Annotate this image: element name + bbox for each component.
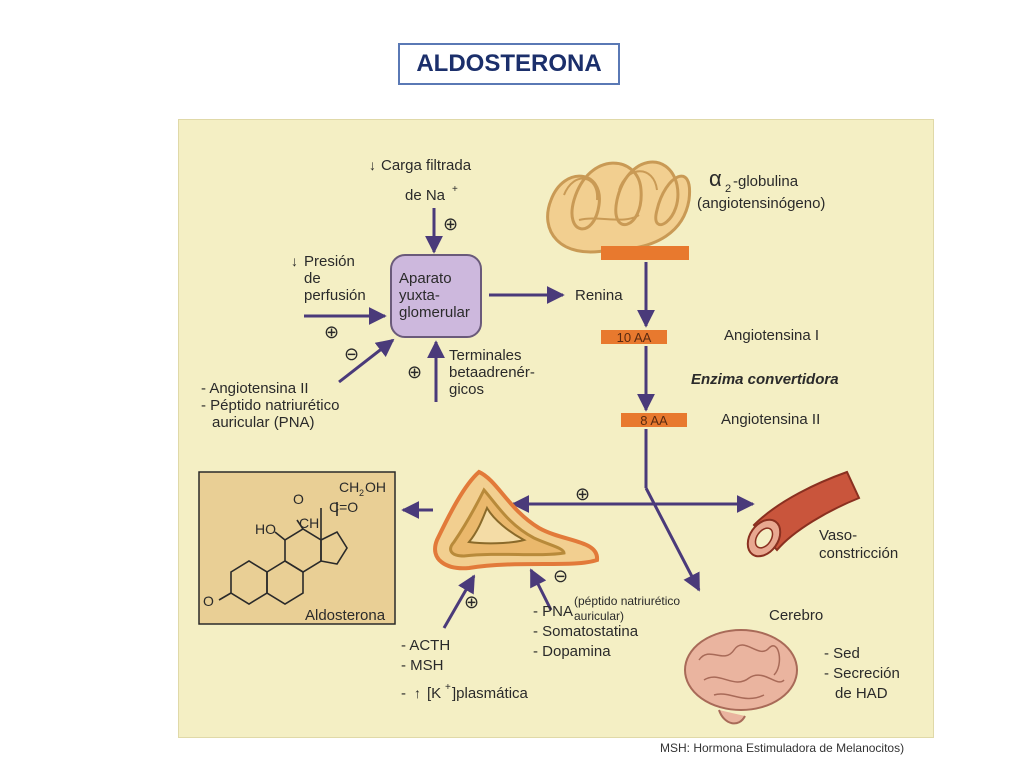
jg-line3: glomerular — [399, 304, 470, 321]
renina-label: Renina — [575, 287, 623, 304]
jg-line1: Aparato — [399, 270, 452, 287]
ch-label: CH — [299, 515, 319, 531]
diagram-canvas: α 2 -globulina (angiotensinógeno) 10 AA … — [198, 157, 900, 725]
globulina-label: -globulina — [733, 173, 799, 190]
presion-line2: de — [304, 270, 321, 287]
sed-label: - Sed — [824, 645, 860, 662]
secrecion-line2: de HAD — [835, 685, 888, 702]
k-suffix: ]plasmática — [452, 685, 529, 702]
angiotensinogeno-label: (angiotensinógeno) — [697, 195, 825, 212]
angiotensinogen-coil — [546, 160, 692, 254]
angiotensina-i-label: Angiotensina I — [724, 327, 819, 344]
ch2oh-sub: 2 — [359, 488, 364, 498]
alpha-subscript: 2 — [725, 183, 731, 195]
cerebro-label: Cerebro — [769, 607, 823, 624]
ch2oh-label: CH — [339, 479, 359, 495]
k-sup: + — [445, 682, 451, 693]
minus-sign-pna: ⊖ — [553, 566, 568, 586]
molecule-frame — [198, 471, 396, 625]
presion-line3: perfusión — [304, 287, 366, 304]
page-title: ALDOSTERONA — [416, 50, 602, 77]
title-box: ALDOSTERONA — [398, 43, 620, 85]
plus-sign-acth: ⊕ — [464, 592, 479, 612]
angiotensin-ii-bar — [621, 413, 687, 427]
jg-box — [390, 254, 482, 338]
c-o-label: C=O — [329, 499, 358, 515]
carga-line1: Carga filtrada — [381, 157, 472, 174]
k-prefix: - — [401, 685, 406, 702]
secrecion-line1: - Secreción — [824, 665, 900, 682]
vaso-line2: constricción — [819, 545, 898, 562]
inhibidores-line3: auricular (PNA) — [212, 414, 315, 431]
footnote: MSH: Hormona Estimuladora de Melanocitos… — [660, 741, 905, 755]
carga-sup: + — [452, 184, 458, 195]
inhibidores-line1: - Angiotensina II — [201, 380, 309, 397]
plus-sign-terminales: ⊕ — [407, 362, 422, 382]
blood-vessel — [746, 470, 861, 558]
brain — [684, 629, 798, 725]
carga-line2: de Na — [405, 187, 446, 204]
pna-label: - PNA — [533, 603, 573, 620]
molecule-name: Aldosterona — [305, 607, 386, 624]
acth-label: - ACTH — [401, 637, 450, 654]
pna-note-line1: (péptido natriurético — [574, 594, 680, 608]
acth-arrow — [442, 574, 476, 629]
terminales-line2: betaadrenér- — [449, 364, 535, 381]
plus-sign-presion: ⊕ — [324, 322, 339, 342]
inhibidores-line2: - Péptido natriurético — [201, 397, 339, 414]
alpha-symbol: α — [709, 166, 722, 191]
diagram-panel: α 2 -globulina (angiotensinógeno) 10 AA … — [178, 119, 934, 738]
angiotensin-i-bar — [601, 330, 667, 344]
terminales-line3: gicos — [449, 381, 484, 398]
enzima-label: Enzima convertidora — [691, 371, 839, 388]
presion-line1: Presión — [304, 253, 355, 270]
aa8-label: 8 AA — [640, 413, 668, 428]
plus-sign-vaso: ⊕ — [575, 484, 590, 504]
o-ketone-label: O — [203, 593, 214, 609]
carga-arrow-glyph: ↓ — [369, 157, 376, 173]
terminales-line1: Terminales — [449, 347, 522, 364]
angiotensinogen-bar — [601, 246, 689, 260]
k-label: [K — [427, 685, 441, 702]
minus-sign-inhibidores: ⊖ — [344, 344, 359, 364]
vaso-line1: Vaso- — [819, 527, 857, 544]
o-label: O — [293, 491, 304, 507]
somatostatina-label: - Somatostatina — [533, 623, 639, 640]
angiotensina-ii-label: Angiotensina II — [721, 411, 820, 428]
presion-arrow-glyph: ↓ — [291, 253, 298, 269]
inhibidores-arrow — [338, 338, 395, 384]
jg-line2: yuxta- — [399, 287, 440, 304]
plus-sign-carga: ⊕ — [443, 214, 458, 234]
pna-note-line2: auricular) — [574, 609, 624, 623]
pna-arrow — [529, 568, 553, 611]
aldosterone-molecule: CH 2 OH C=O O CH HO O Aldosterona — [198, 471, 396, 625]
ch2oh-end: OH — [365, 479, 386, 495]
dopamina-label: - Dopamina — [533, 643, 611, 660]
ho-label: HO — [255, 521, 276, 537]
adrenal-gland — [433, 469, 599, 571]
k-up-arrow-icon: ↑ — [414, 685, 421, 701]
msh-label: - MSH — [401, 657, 444, 674]
aa10-label: 10 AA — [617, 330, 652, 345]
